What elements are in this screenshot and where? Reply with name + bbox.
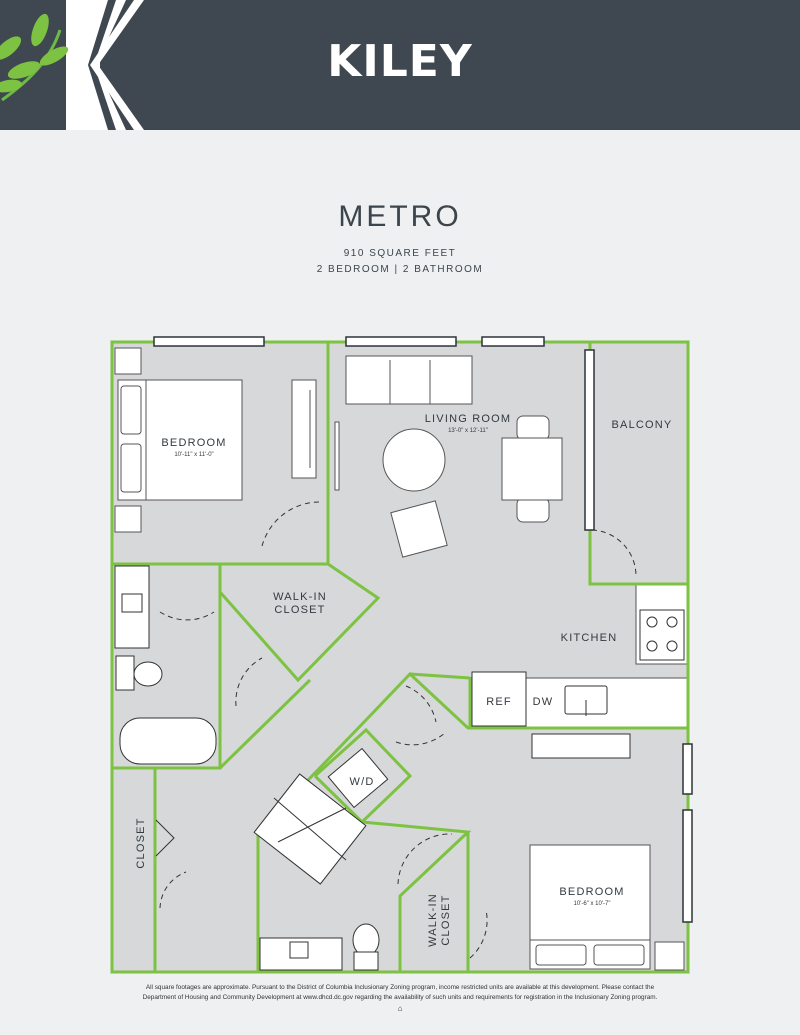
header-bar	[0, 0, 800, 130]
ref-label: REF	[486, 696, 512, 708]
disclaimer-line-1: All square footages are approximate. Pur…	[145, 984, 655, 991]
wd-label: W/D	[350, 776, 375, 788]
plan-config: 2 BEDROOM | 2 BATHROOM	[316, 264, 484, 275]
shower-diag	[277, 807, 347, 843]
living-label: LIVING ROOM	[425, 413, 512, 425]
plan-name: METRO	[338, 200, 462, 233]
bedroom2-furniture	[529, 844, 685, 971]
bath1-fixtures	[114, 565, 217, 765]
balcony-label: BALCONY	[612, 419, 673, 431]
refrigerator	[471, 671, 527, 727]
living-furniture	[334, 355, 563, 558]
door-swing	[405, 685, 437, 723]
bedroom1-furniture	[114, 347, 317, 533]
plan-area: 910 SQUARE FEET	[343, 248, 457, 259]
disclaimer-line-2: Department of Housing and Community Deve…	[142, 994, 658, 1001]
bedroom1-label: BEDROOM	[161, 437, 226, 449]
walkin1-label-2: CLOSET	[274, 604, 325, 616]
washer-dryer	[327, 747, 389, 809]
living-dims: 13'-0" x 12'-11"	[448, 428, 488, 434]
closet-label: CLOSET	[135, 817, 147, 868]
door-swing	[235, 657, 263, 707]
walkin2-label-2: CLOSET	[440, 894, 452, 945]
door-swing	[159, 871, 187, 909]
dw-label: DW	[533, 696, 554, 708]
door-swing	[395, 731, 447, 746]
kiley-logo-icon	[0, 0, 144, 130]
brand-title: KILEY	[327, 36, 473, 87]
bath2-fixtures	[253, 773, 380, 971]
equal-housing-icon: ⌂	[397, 1004, 403, 1013]
walls	[110, 340, 690, 974]
walkin2-label-1: WALK-IN	[427, 893, 439, 947]
bedroom2-dims: 10'-6" x 10'-7"	[574, 901, 611, 907]
bedroom1-dims: 10'-11" x 11'-0"	[174, 452, 213, 458]
door-swing	[155, 819, 175, 857]
windows	[153, 336, 693, 923]
bedroom2-label: BEDROOM	[559, 886, 624, 898]
door-swing	[397, 833, 453, 885]
kitchen-label: KITCHEN	[561, 632, 618, 644]
walkin1-label-1: WALK-IN	[273, 591, 327, 603]
door-swing	[159, 611, 215, 621]
plan-title-block: METRO 910 SQUARE FEET 2 BEDROOM | 2 BATH…	[0, 200, 800, 278]
kitchen-appliances	[531, 609, 685, 759]
door-swing	[261, 501, 323, 547]
disclaimer: All square footages are approximate. Pur…	[100, 983, 700, 1003]
door-swing	[469, 909, 488, 959]
